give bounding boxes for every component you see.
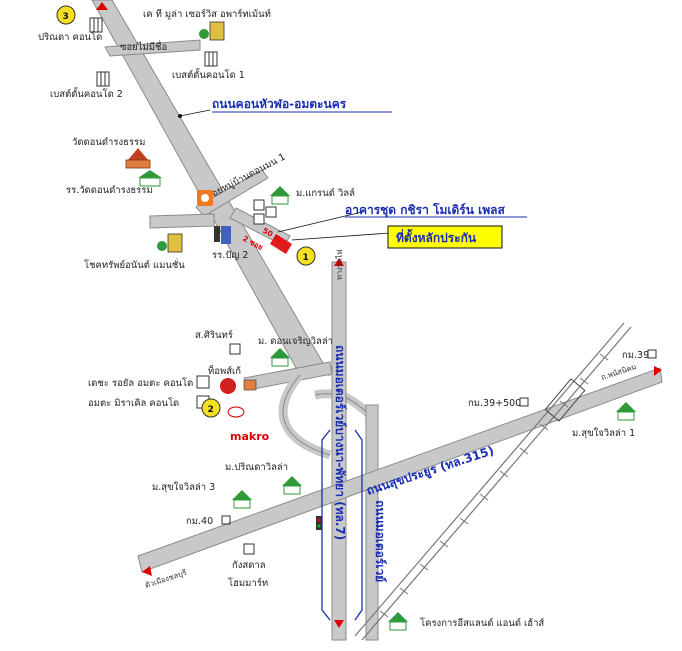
label-island: โครงการอีสแลนด์ แอนด์ เฮ้าส์: [420, 617, 544, 629]
interchange-ramps: [278, 372, 379, 460]
sarin-icon: [229, 343, 241, 355]
traffic-light-icon: [316, 516, 322, 530]
svg-text:ถนนมอเตอร์เวย์: ถนนมอเตอร์เวย์: [373, 500, 387, 582]
svg-text:1: 1: [303, 253, 309, 263]
village-icon-grand: [270, 186, 290, 205]
property-name-callout: อาคารชุด กชิรา โมเดิร์น เพลส: [345, 202, 527, 218]
village-icon-sukjai-1: [616, 402, 636, 421]
road-hua-fo-amata: [91, 0, 331, 376]
label-wat-don: วัดดอนดำรงธรรม: [72, 137, 145, 148]
school-icon: [138, 170, 162, 187]
road-title-rail: ทางรถไฟ: [335, 250, 344, 280]
label-km39: กม.39: [622, 350, 649, 361]
km40-icon: [221, 515, 231, 525]
svg-text:3: 3: [63, 12, 69, 22]
road-title-hua-fo: ถนนคอนหัวฬอ-อมตะนคร: [178, 97, 392, 118]
village-icon-sukjai-3: [232, 490, 252, 509]
marker-3[interactable]: 3: [56, 5, 76, 25]
shop-icon-orange: [197, 190, 213, 206]
building-icon: [89, 17, 103, 33]
kung-icon: [243, 543, 255, 555]
label-sukjai-1: ม.สุขใจวิลล่า 1: [572, 427, 635, 439]
school-pu-icon: [214, 226, 231, 244]
mansion-icon: [157, 233, 183, 253]
km39-icon: [647, 349, 657, 359]
label-don-charoen: ม. ดอนเจริญวิลล่า: [258, 336, 333, 347]
apartment-icon: [199, 21, 225, 41]
label-chok-sap: โชคทรัพย์อนันต์ แมนชั่น: [84, 258, 185, 271]
label-tops: ท็อพส์เก้: [208, 364, 241, 377]
tops-icon: [220, 378, 257, 394]
svg-text:2: 2: [208, 405, 214, 415]
village-icon-parinda: [282, 476, 302, 495]
label-grand-ville: ม.แกรนด์ วิลล์: [296, 187, 355, 199]
road-soi-no-name: [104, 39, 201, 57]
svg-text:ซอยไม่มีชื่อ: ซอยไม่มีชื่อ: [120, 40, 167, 53]
road-motorway: [331, 261, 379, 641]
small-buildings: [253, 199, 277, 225]
label-amata-miracle: อมตะ มิราเคิล คอนโด: [88, 397, 179, 409]
property-name: อาคารชุด กชิรา โมเดิร์น เพลส: [345, 202, 505, 218]
road-title-motorway-7: ถนนมอเตอร์เวย์บางนา-พัทยา (ทล.7): [333, 345, 347, 540]
label-sarin: ส.ศิรินทร์: [195, 329, 233, 341]
direction-arrows: [96, 2, 662, 628]
temple-icon: [125, 148, 151, 169]
label-parinda-villa: ม.ปริณดาวิลล่า: [225, 462, 288, 473]
marker-2[interactable]: 2: [201, 398, 221, 418]
condo-icon-1: [204, 51, 218, 67]
road-sukprayoon: [137, 367, 663, 573]
svg-text:ถนนคอนหัวฬอ-อมตะนคร: ถนนคอนหัวฬอ-อมตะนคร: [212, 97, 347, 111]
label-km40: กม.40: [186, 516, 213, 527]
label-makro: makro: [230, 430, 270, 443]
label-decha: เดชะ รอยัล อมตะ คอนโด: [88, 377, 193, 389]
security-callout: ที่ตั้งหลักประกัน: [387, 225, 503, 249]
label-parinda-condo: ปริณดา คอนโด: [38, 31, 102, 43]
label-kt-mula: เค ที มูล่า เซอร์วิส อพาร์ทเม้นท์: [143, 8, 271, 20]
railway: [354, 322, 632, 641]
label-best-condo-1: เบสต์ดั้นคอนโด 1: [172, 68, 245, 81]
label-rr-pu2: รร.ปัญ 2: [212, 250, 248, 261]
label-home-mart: โฮมมาร์ท: [228, 577, 268, 589]
svg-text:ถนนมอเตอร์เวย์บางนา-พัทยา (ทล.: ถนนมอเตอร์เวย์บางนา-พัทยา (ทล.7): [333, 345, 347, 540]
security-place-label: ที่ตั้งหลักประกัน: [396, 228, 477, 245]
condo-icon-2: [96, 71, 110, 87]
label-school-wat: รร.วัดดอนดำรงธรรม: [66, 185, 153, 196]
decha-icon: [196, 375, 210, 389]
road-title-motorway: ถนนมอเตอร์เวย์: [373, 500, 387, 582]
svg-text:ทางรถไฟ: ทางรถไฟ: [335, 250, 344, 280]
road-title-soi-no-name: ซอยไม่มีชื่อ: [120, 40, 167, 53]
label-best-condo-2: เบสต์ดั้นคอนโด 2: [50, 87, 123, 100]
label-sukjai-3: ม.สุขใจวิลล่า 3: [152, 481, 215, 493]
road-soi-ban-don: [149, 169, 291, 247]
toyota-icon: [227, 406, 245, 418]
label-km39-500: กม.39+500: [468, 398, 521, 409]
property-site[interactable]: [270, 211, 391, 254]
village-icon-island: [388, 612, 408, 631]
label-kung: กังสดาล: [232, 560, 266, 571]
village-icon-don-charoen: [270, 348, 290, 367]
marker-1[interactable]: 1: [296, 246, 316, 266]
km39-500-icon: [519, 397, 529, 407]
